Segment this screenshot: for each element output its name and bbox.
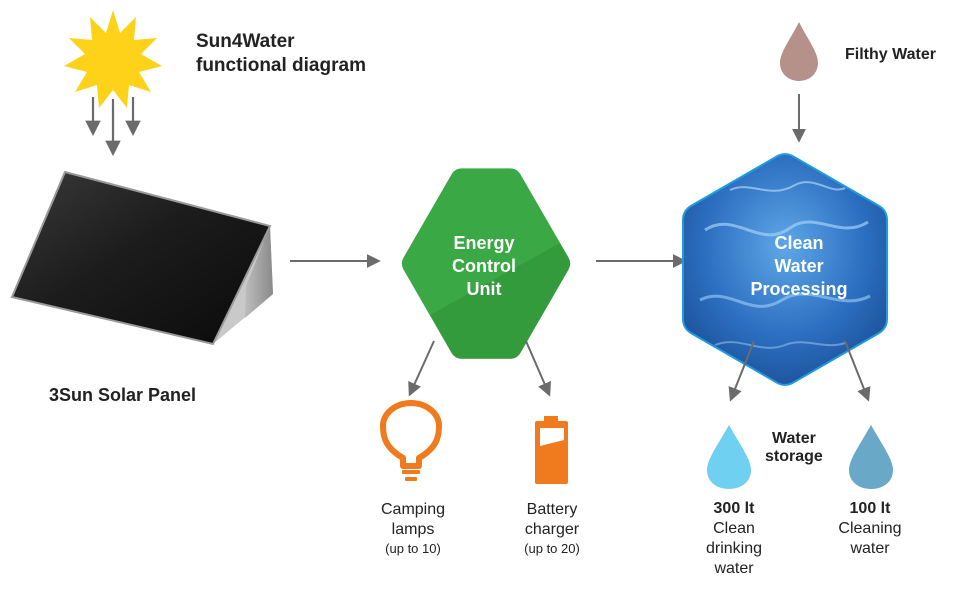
filthy-water-label: Filthy Water [845, 46, 936, 63]
cleaning-water-label: 100 lt Cleaning water [828, 499, 912, 559]
cleaning-line-1: Cleaning [838, 520, 902, 537]
battery-line-1: Battery [526, 501, 578, 518]
ecu-line-1: Energy [453, 233, 515, 253]
cleaning-amount: 100 lt [849, 500, 891, 517]
drinking-line-3: water [714, 560, 754, 577]
storage-line-1: Water [771, 430, 816, 447]
title-line-1: Sun4Water [196, 31, 295, 52]
battery-note: (up to 20) [524, 541, 580, 556]
sunlight-arrows [85, 97, 141, 157]
diagram-title: Sun4Water functional diagram [196, 30, 366, 78]
camping-lamps-label: Camping lamps (up to 10) [370, 500, 456, 558]
solar-panel-label: 3Sun Solar Panel [49, 385, 197, 405]
cwp-line-3: Processing [750, 279, 848, 299]
filthy-water-drop-icon [780, 22, 818, 81]
battery-icon [535, 416, 568, 484]
drinking-water-label: 300 lt Clean drinking water [694, 499, 774, 579]
storage-line-2: storage [765, 448, 823, 465]
drinking-water-drop-icon [707, 425, 751, 489]
lightbulb-icon [380, 400, 442, 481]
water-processing-hexagon [682, 153, 888, 386]
lamps-line-1: Camping [380, 501, 446, 518]
battery-line-2: charger [524, 521, 580, 538]
water-processing-label: Clean Water Processing [736, 232, 862, 301]
solar-panel-illustration [10, 170, 273, 346]
cleaning-line-2: water [850, 540, 890, 557]
cleaning-water-drop-icon [849, 425, 893, 489]
drinking-amount: 300 lt [713, 500, 755, 517]
lamps-line-2: lamps [391, 521, 435, 538]
title-line-2: functional diagram [196, 55, 366, 76]
drinking-line-1: Clean [713, 520, 755, 537]
lamps-note: (up to 10) [385, 541, 441, 556]
ecu-line-2: Control [452, 256, 516, 276]
energy-control-unit-hexagon [401, 168, 571, 359]
cwp-line-1: Clean [774, 233, 824, 253]
ecu-line-3: Unit [466, 279, 502, 299]
energy-control-unit-label: Energy Control Unit [420, 232, 548, 301]
drinking-line-2: drinking [705, 540, 763, 557]
cwp-line-2: Water [774, 256, 824, 276]
battery-charger-label: Battery charger (up to 20) [510, 500, 594, 558]
output-arrows [408, 340, 871, 402]
sun-icon [64, 10, 162, 108]
water-storage-label: Water storage [765, 430, 823, 466]
